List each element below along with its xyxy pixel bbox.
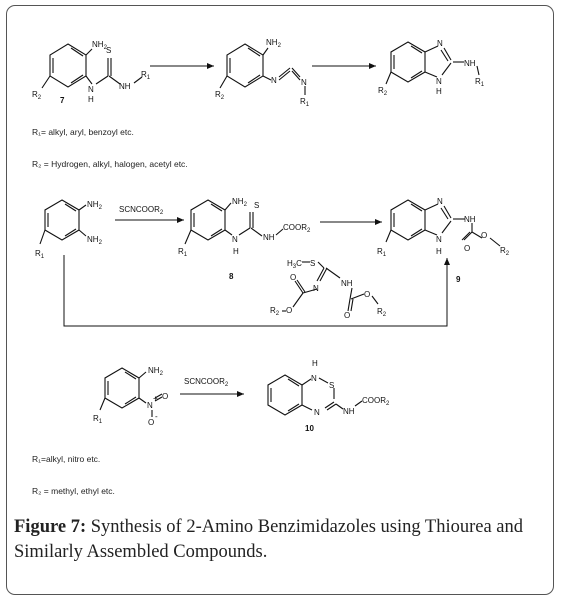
svg-text:R1: R1 (141, 70, 151, 81)
svg-text:N: N (147, 401, 153, 410)
svg-text:10: 10 (305, 424, 314, 433)
svg-text:H: H (88, 95, 94, 104)
svg-text:8: 8 (229, 272, 234, 281)
svg-text:H3C: H3C (287, 259, 302, 270)
svg-text:N: N (314, 408, 320, 417)
svg-text:O: O (364, 290, 370, 299)
svg-text:R2: R2 (270, 306, 280, 317)
svg-text:R1: R1 (93, 414, 103, 425)
note-r1-scheme3: R₁=alkyl, nitro etc. (32, 454, 100, 464)
svg-text:N: N (436, 235, 442, 244)
compound-9: N NH N H O O R2 R1 9 (377, 197, 510, 284)
svg-text:O: O (481, 231, 487, 240)
figure-label: Figure 7: (14, 517, 87, 537)
svg-text:O: O (148, 418, 154, 427)
svg-text:COOR2: COOR2 (362, 396, 390, 407)
svg-text:R1: R1 (377, 247, 387, 258)
svg-text:H: H (436, 247, 442, 256)
svg-text:NH: NH (341, 279, 353, 288)
svg-text:R2: R2 (215, 90, 225, 101)
svg-text:NH: NH (464, 215, 476, 224)
svg-text:+: + (153, 394, 158, 403)
svg-text:-: - (155, 412, 158, 421)
svg-text:R2: R2 (500, 246, 510, 257)
svg-text:NH2: NH2 (92, 40, 108, 51)
svg-text:7: 7 (60, 96, 65, 105)
note-r2-scheme1: R₂ = Hydrogen, alkyl, halogen, acetyl et… (32, 159, 188, 169)
svg-text:NH2: NH2 (87, 235, 103, 246)
svg-text:N: N (271, 76, 277, 85)
svg-text:O: O (464, 244, 470, 253)
svg-text:R2: R2 (378, 86, 388, 97)
svg-text:S: S (310, 259, 315, 268)
arrow-alt-route (63, 255, 450, 327)
svg-text:N: N (311, 374, 317, 383)
svg-text:S: S (254, 201, 259, 210)
svg-text:H: H (312, 359, 318, 368)
svg-text:N: N (88, 85, 94, 94)
benzimidazole-product-1: N NH N H R1 R2 (378, 39, 485, 97)
svg-text:NH: NH (119, 82, 131, 91)
o-phenylenediamine: NH2 NH2 R1 (35, 199, 103, 260)
svg-text:O: O (290, 273, 296, 282)
svg-text:NH: NH (464, 59, 476, 68)
svg-text:NH: NH (263, 233, 275, 242)
svg-text:N: N (436, 77, 442, 86)
svg-text:R2: R2 (32, 90, 42, 101)
svg-text:S: S (329, 381, 334, 390)
svg-text:NH2: NH2 (266, 38, 282, 49)
note-r1-scheme1: R₁= alkyl, aryl, benzoyl etc. (32, 127, 134, 137)
reagent-scncoor2-a: SCNCOOR2 (119, 205, 164, 216)
compound-7: NH2 S NH N H R1 R2 7 (32, 40, 151, 105)
svg-text:O: O (286, 306, 292, 315)
svg-text:H: H (436, 87, 442, 96)
svg-text:N: N (313, 284, 319, 293)
svg-text:NH2: NH2 (148, 366, 164, 377)
svg-text:N: N (437, 197, 443, 206)
svg-text:COOR2: COOR2 (283, 223, 311, 234)
svg-text:R1: R1 (475, 77, 485, 88)
svg-text:N: N (437, 39, 443, 48)
svg-text:NH: NH (343, 407, 355, 416)
svg-text:O: O (162, 392, 168, 401)
svg-text:O: O (344, 311, 350, 320)
reagent-scncoor2-b: SCNCOOR2 (184, 377, 229, 388)
nitroaniline: NH2 N + O O - R1 (93, 366, 168, 427)
svg-text:R2: R2 (377, 307, 387, 318)
svg-text:R1: R1 (178, 247, 188, 258)
svg-text:NH2: NH2 (232, 197, 248, 208)
svg-text:N: N (232, 235, 238, 244)
svg-text:R1: R1 (300, 97, 310, 108)
figure-frame (6, 5, 554, 595)
svg-text:N: N (301, 78, 307, 87)
compound-10: H N S N NH COOR2 10 (267, 359, 390, 433)
svg-text:R1: R1 (35, 249, 45, 260)
svg-text:NH2: NH2 (87, 200, 103, 211)
note-r2-scheme3: R₂ = methyl, ethyl etc. (32, 486, 115, 496)
svg-text:S: S (106, 46, 111, 55)
figure-caption: Figure 7: Synthesis of 2-Amino Benzimida… (14, 515, 550, 565)
isothiourea-reagent: H3C S NH N O O O O R2 R2 (270, 259, 387, 320)
svg-text:H: H (233, 247, 239, 256)
caption-text: Synthesis of 2-Amino Benzimidazoles usin… (14, 517, 524, 562)
compound-8: NH2 S N H NH COOR2 R1 8 (178, 197, 311, 281)
svg-text:9: 9 (456, 275, 461, 284)
carbodiimide-intermediate: NH2 N N R1 R2 (215, 38, 310, 108)
